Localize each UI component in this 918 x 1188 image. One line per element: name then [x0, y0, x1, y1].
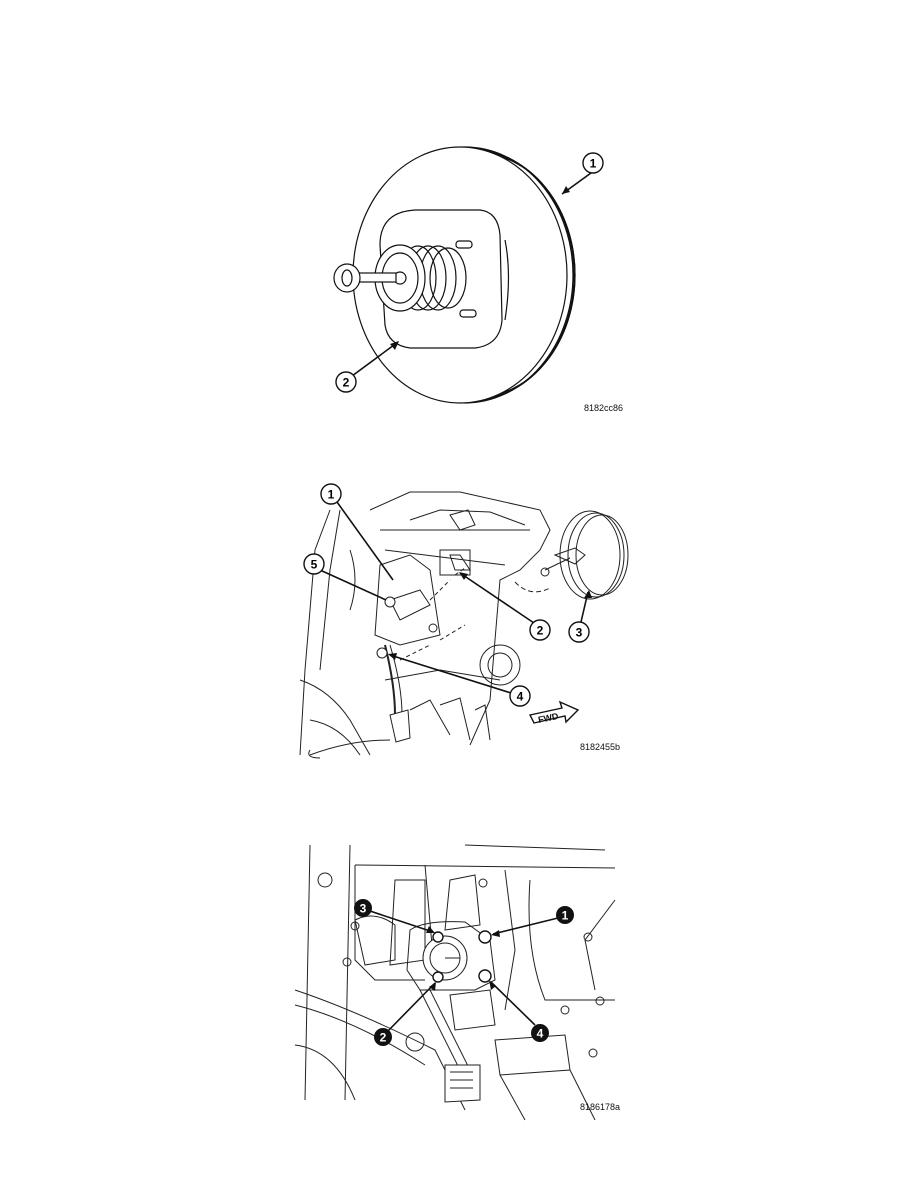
figure-code: 8182cc86 — [584, 403, 624, 413]
callout-2: 2 — [374, 982, 436, 1046]
figure-booster-mounting-nuts: 1 3 2 4 8186178a — [294, 840, 625, 1121]
forward-direction-arrow-icon: FWD — [528, 700, 580, 725]
brake-booster-illustration: 1 2 — [333, 146, 604, 404]
svg-text:4: 4 — [537, 1027, 544, 1041]
svg-text:3: 3 — [360, 902, 367, 916]
figure-code: 8186178a — [580, 1102, 621, 1112]
svg-text:2: 2 — [537, 624, 544, 638]
callout-4: 4 — [489, 980, 549, 1042]
callout-3: 3 — [568, 590, 592, 643]
callout-3: 3 — [354, 899, 435, 933]
callout-2: 2 — [335, 341, 399, 393]
callout-4: 4 — [388, 653, 531, 707]
svg-text:2: 2 — [380, 1031, 387, 1045]
callout-1: 1 — [320, 483, 394, 581]
svg-text:1: 1 — [562, 909, 569, 923]
callout-2: 2 — [459, 572, 551, 641]
booster-mounting-nuts-illustration: 1 3 2 4 — [294, 844, 616, 1121]
pedal-booster-installation-illustration: 1 5 2 3 4 FWD — [299, 483, 629, 759]
callout-5: 5 — [303, 553, 387, 601]
svg-text:4: 4 — [517, 690, 524, 704]
svg-text:FWD: FWD — [537, 711, 560, 725]
svg-text:1: 1 — [328, 488, 335, 502]
svg-text:2: 2 — [343, 376, 350, 390]
svg-text:3: 3 — [576, 626, 583, 640]
figure-pedal-booster-installation: 1 5 2 3 4 FWD 8182455 — [290, 470, 640, 760]
figure-code: 8182455b — [580, 742, 621, 752]
figure-brake-booster: 1 2 8182cc86 — [300, 130, 630, 430]
callout-1: 1 — [491, 906, 574, 937]
svg-text:5: 5 — [311, 558, 318, 572]
callout-1: 1 — [561, 152, 604, 195]
svg-text:1: 1 — [590, 157, 597, 171]
